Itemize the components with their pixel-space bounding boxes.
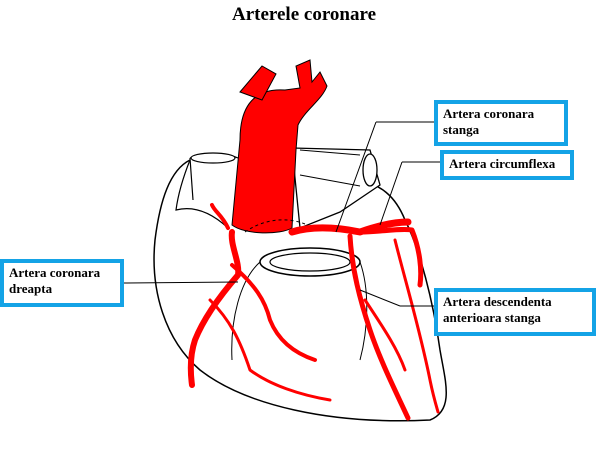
leader-lines xyxy=(122,121,442,307)
leader-lad-2 xyxy=(359,289,401,307)
label-left-coronary: Artera coronara stanga xyxy=(434,100,568,146)
label-right-coronary: Artera coronara dreapta xyxy=(0,259,124,307)
valve-ring-inner xyxy=(269,252,351,272)
pulmonary-branch xyxy=(299,149,361,187)
lad-branch xyxy=(347,233,411,421)
rca-marginal-branch xyxy=(230,263,317,362)
leader-right-coronary xyxy=(122,281,239,284)
svc-opening xyxy=(190,152,236,164)
label-lad: Artera descendenta anterioara stanga xyxy=(434,288,596,336)
label-circumflex-line1: Artera circumflexa xyxy=(449,156,556,171)
diagram-title: Arterele coronare xyxy=(231,4,376,25)
pulmonary-branch-opening xyxy=(362,153,378,187)
ventricle-contour xyxy=(231,261,368,361)
label-right-coronary-line2: dreapta xyxy=(9,281,53,296)
aorta xyxy=(231,59,328,234)
rca-descending-branch xyxy=(208,298,332,402)
lad-diagonal-2 xyxy=(393,238,440,414)
lad-diagonal-1 xyxy=(363,298,407,372)
right-coronary-artery xyxy=(187,229,242,388)
coronary-arteries xyxy=(187,203,440,421)
pulmonary-trunk xyxy=(291,147,381,229)
leader-circumflex-2 xyxy=(379,161,403,226)
label-right-coronary-line1: Artera coronara xyxy=(9,265,101,280)
label-lad-line2: anterioara stanga xyxy=(443,310,541,325)
brachiocephalic-branch xyxy=(239,65,277,101)
label-lad-line1: Artera descendenta xyxy=(443,294,552,309)
label-circumflex: Artera circumflexa xyxy=(440,150,574,180)
right-atrium-outline xyxy=(175,159,229,229)
leader-left-coronary-2 xyxy=(335,121,377,233)
aortic-root-dashes xyxy=(244,219,306,233)
label-left-coronary-line2: stanga xyxy=(443,122,480,137)
label-left-coronary-line1: Artera coronara xyxy=(443,106,535,121)
circumflex-branch xyxy=(357,226,424,288)
rca-upper-branch xyxy=(210,203,230,230)
